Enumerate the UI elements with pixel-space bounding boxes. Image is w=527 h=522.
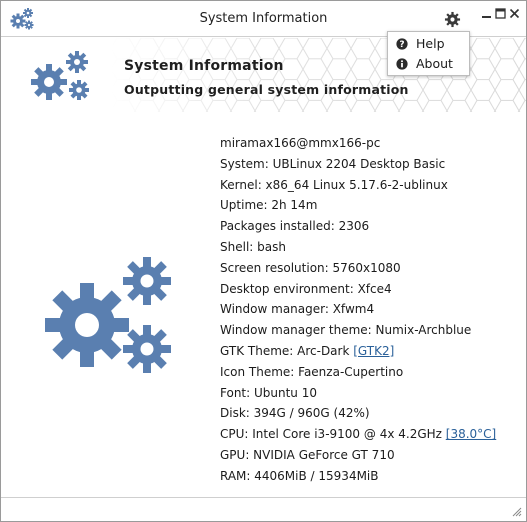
cpu-text: CPU: Intel Core i3-9100 @ 4x 4.2GHz xyxy=(220,427,446,442)
page-title: System Information xyxy=(124,58,284,74)
user-host: miramax166@mmx166-pc xyxy=(220,136,381,150)
info-circle-icon xyxy=(396,58,408,70)
menu-item-help[interactable]: ? Help xyxy=(388,34,469,54)
system-info-list: miramax166@mmx166-pc System: UBLinux 220… xyxy=(220,133,520,487)
settings-menu: ? Help About xyxy=(387,31,470,76)
resize-grip-icon[interactable] xyxy=(511,506,522,517)
window-manager-line: Window manager: Xfwm4 xyxy=(220,302,375,317)
uptime-line: Uptime: 2h 14m xyxy=(220,198,318,213)
gear-icon[interactable] xyxy=(444,11,461,28)
help-circle-icon: ? xyxy=(396,38,408,50)
gears-icon xyxy=(10,8,34,30)
resolution-line: Screen resolution: 5760x1080 xyxy=(220,260,401,275)
menu-item-label: Help xyxy=(416,36,445,51)
main-content: miramax166@mmx166-pc System: UBLinux 220… xyxy=(1,113,526,497)
packages-line: Packages installed: 2306 xyxy=(220,219,370,234)
window-manager-theme-line: Window manager theme: Numix-Archblue xyxy=(220,323,472,338)
desktop-environment-line: Desktop environment: Xfce4 xyxy=(220,281,392,296)
gtk-theme-text: GTK Theme: Arc-Dark xyxy=(220,343,354,358)
svg-text:?: ? xyxy=(399,40,404,50)
window-title: System Information xyxy=(199,11,328,26)
gtk-theme-line: GTK Theme: Arc-Dark [GTK2] xyxy=(220,341,520,362)
gtk2-link[interactable]: [GTK2] xyxy=(353,343,395,358)
minimize-icon[interactable] xyxy=(481,8,492,19)
shell-line: Shell: bash xyxy=(220,239,286,254)
maximize-icon[interactable] xyxy=(495,8,506,19)
icon-theme-line: Icon Theme: Faenza-Cupertino xyxy=(220,364,404,379)
menu-item-about[interactable]: About xyxy=(388,54,469,74)
system-line: System: UBLinux 2204 Desktop Basic xyxy=(220,156,446,171)
title-bar[interactable]: System Information xyxy=(1,1,526,37)
kernel-line: Kernel: x86_64 Linux 5.17.6-2-ublinux xyxy=(220,177,448,192)
page-subtitle: Outputting general system information xyxy=(124,82,409,97)
status-bar xyxy=(1,497,526,521)
cpu-line: CPU: Intel Core i3-9100 @ 4x 4.2GHz [38.… xyxy=(220,424,520,445)
ram-line: RAM: 4406MiB / 15934MiB xyxy=(220,468,379,483)
menu-item-label: About xyxy=(416,56,453,71)
gears-icon xyxy=(31,51,89,100)
disk-line: Disk: 394G / 960G (42%) xyxy=(220,406,370,421)
gpu-line: GPU: NVIDIA GeForce GT 710 xyxy=(220,447,395,462)
close-icon[interactable] xyxy=(509,8,520,19)
cpu-temperature-link[interactable]: [38.0°C] xyxy=(445,427,497,442)
gears-icon xyxy=(45,257,171,373)
font-line: Font: Ubuntu 10 xyxy=(220,385,317,400)
